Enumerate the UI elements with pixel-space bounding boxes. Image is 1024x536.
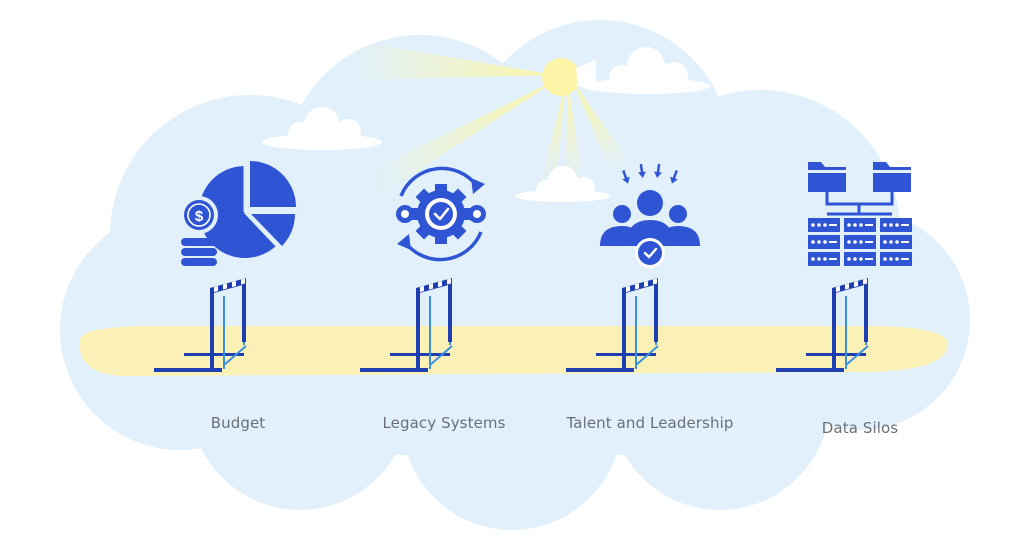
- folders-servers-icon: [808, 162, 912, 266]
- small-cloud-right: [586, 47, 710, 94]
- team-check-icon: [600, 163, 700, 268]
- obstacle-label-3: Talent and Leadership: [566, 414, 734, 432]
- hurdle-2: [360, 278, 453, 372]
- hurdle-4: [776, 278, 869, 372]
- obstacle-icons: $: [180, 161, 912, 268]
- small-cloud-middle: [515, 166, 611, 202]
- hurdle-top-bar: [416, 278, 452, 294]
- hurdle-top-bar: [210, 278, 246, 294]
- hurdle-top-bar: [622, 278, 658, 294]
- gear-check-cycle-icon: [396, 166, 486, 262]
- sun-rays: [350, 40, 628, 195]
- sand-track: [79, 326, 949, 376]
- hurdle-3: [566, 278, 659, 372]
- small-cloud-left: [262, 107, 382, 150]
- hurdle-top-bar: [832, 278, 868, 294]
- pie-chart-coins-icon: $: [180, 161, 296, 266]
- obstacle-label-1: Budget: [210, 414, 266, 432]
- obstacle-label-4: Data Silos: [821, 419, 899, 437]
- obstacle-label-2: Legacy Systems: [382, 414, 506, 432]
- background-cloud: [60, 20, 970, 530]
- hurdle-1: [154, 278, 247, 372]
- svg-text:$: $: [195, 208, 204, 225]
- hurdles: [154, 278, 869, 372]
